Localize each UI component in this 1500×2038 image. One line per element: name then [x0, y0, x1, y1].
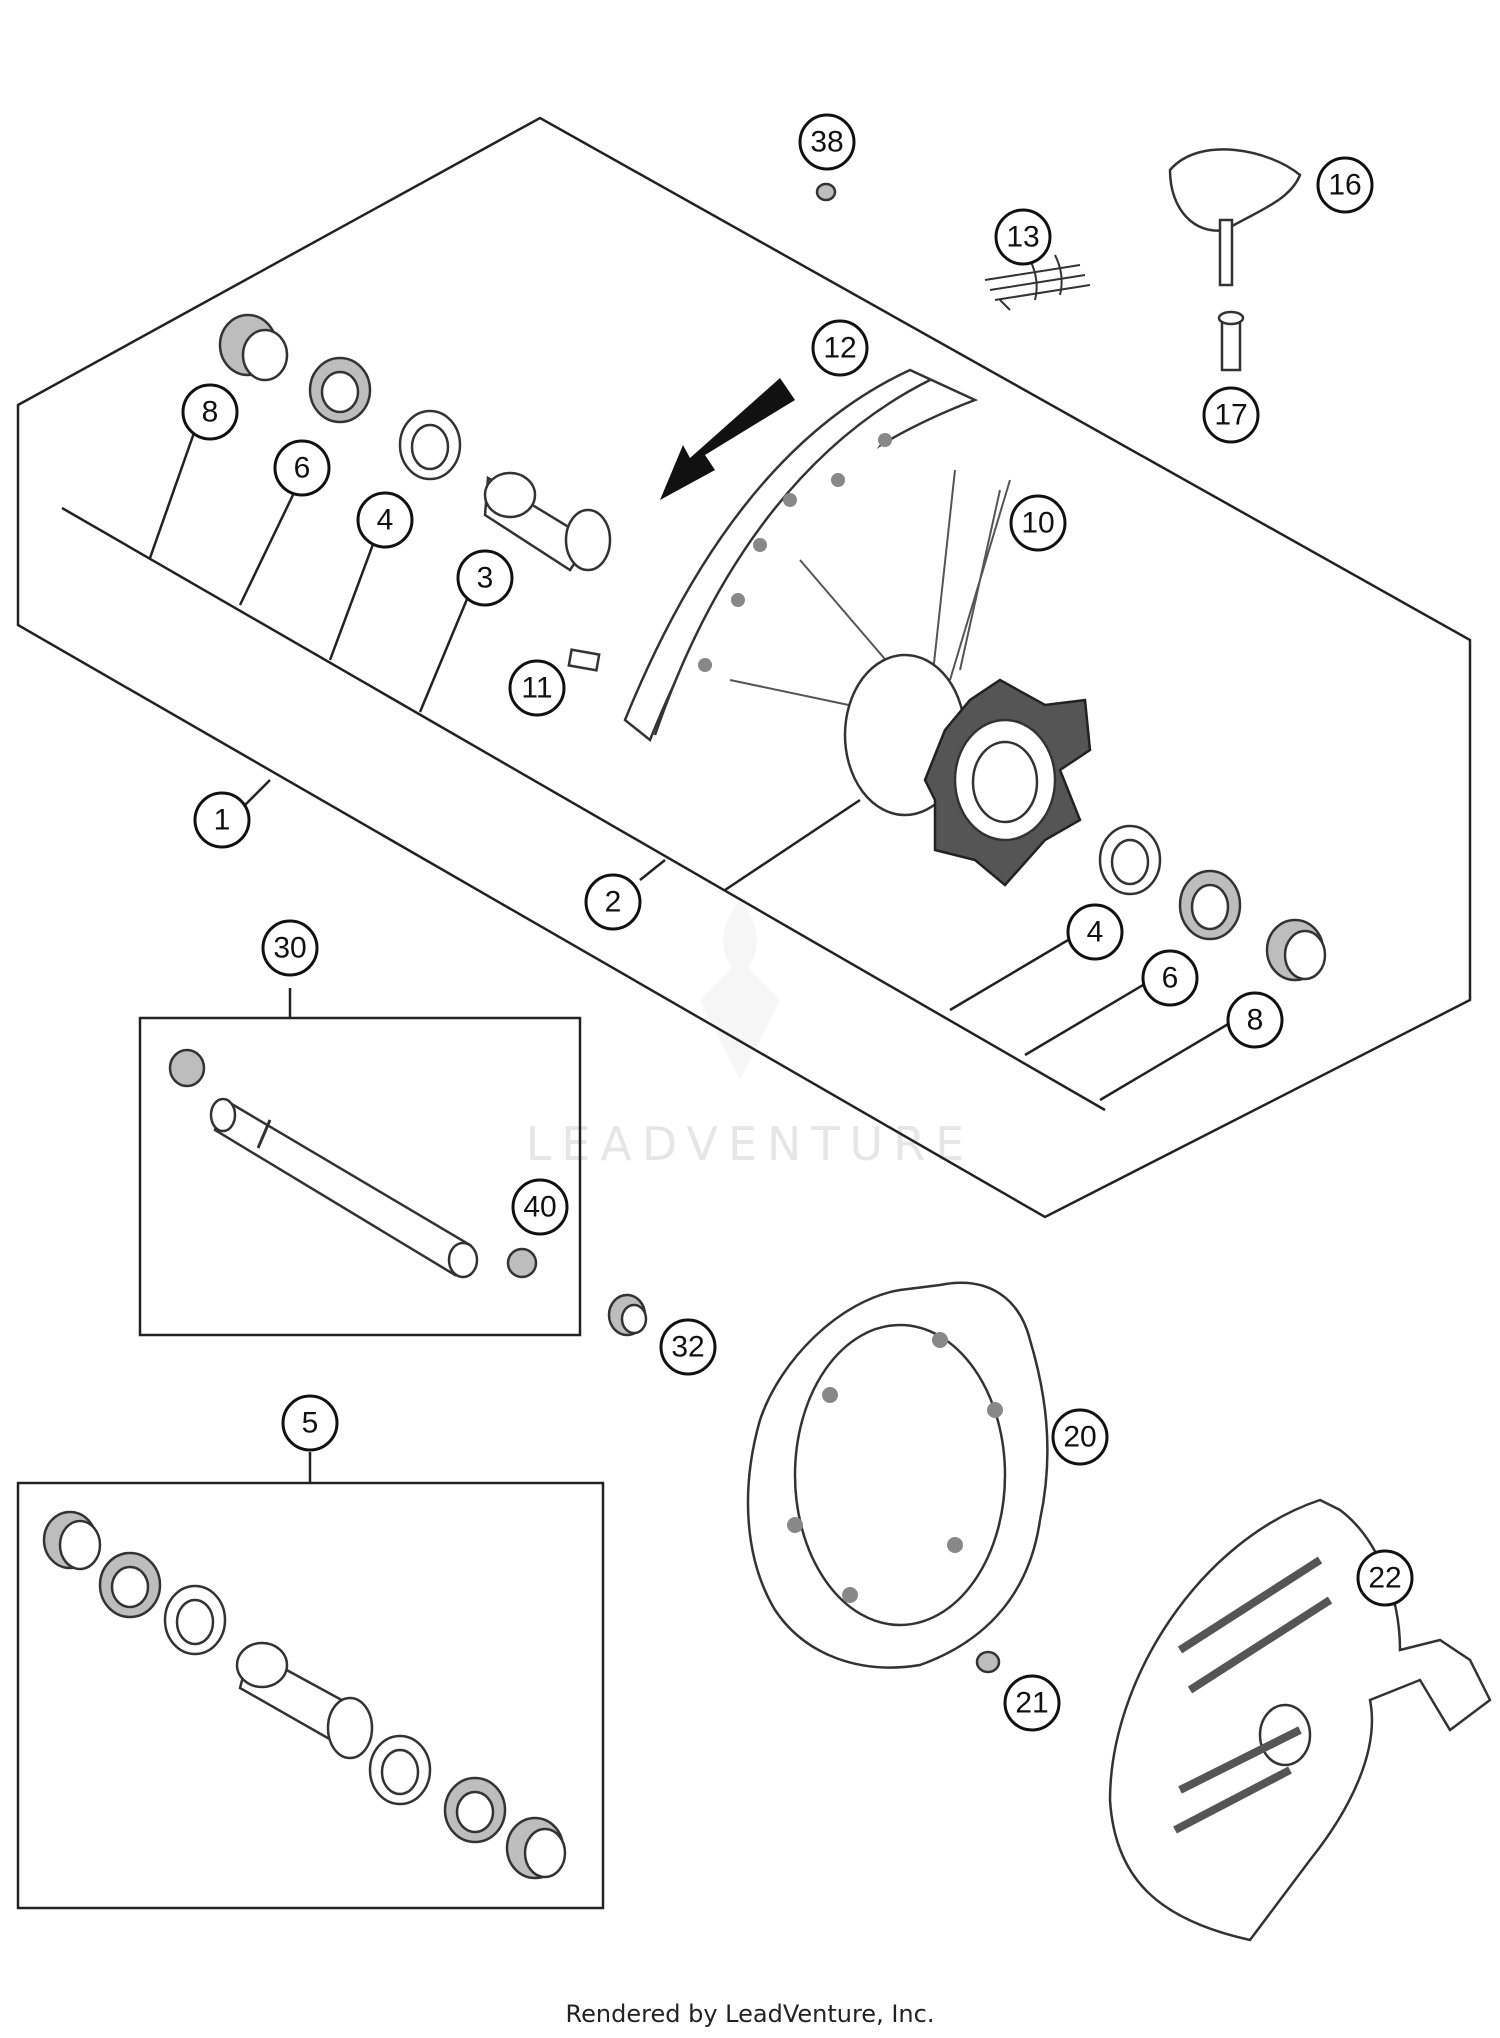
brake-disc-20	[746, 1281, 1049, 1669]
svg-text:8: 8	[1247, 1004, 1264, 1037]
callout-38: 38	[798, 113, 856, 171]
callout-11: 11	[508, 659, 566, 717]
svg-text:3: 3	[477, 562, 494, 595]
callout-5: 5	[281, 1394, 339, 1452]
bearing-row-line	[61, 506, 1106, 1112]
callout-40: 40	[511, 1178, 569, 1236]
spoke-set-13	[984, 254, 1091, 311]
callout-20: 20	[1051, 1408, 1109, 1466]
axle-30	[168, 1048, 479, 1279]
svg-text:30: 30	[273, 932, 306, 965]
valve-stem-17	[1217, 310, 1245, 372]
callout-8-right: 8	[1226, 991, 1284, 1049]
callout-1: 1	[193, 791, 251, 849]
repair-kit-5-parts	[42, 1510, 567, 1880]
callout-16: 16	[1316, 156, 1374, 214]
svg-text:8: 8	[202, 396, 219, 429]
nut-38	[815, 182, 837, 202]
axle-nut-40	[506, 1247, 538, 1279]
svg-text:32: 32	[671, 1331, 704, 1364]
callout-2: 2	[584, 873, 642, 931]
svg-text:21: 21	[1015, 1687, 1048, 1720]
callout-6-right: 6	[1141, 949, 1199, 1007]
svg-text:10: 10	[1021, 507, 1054, 540]
svg-text:4: 4	[1087, 916, 1104, 949]
footer-credit: Rendered by LeadVenture, Inc.	[565, 2000, 935, 2028]
callout-6-left: 6	[273, 439, 331, 497]
callout-4-left: 4	[356, 491, 414, 549]
svg-text:6: 6	[294, 452, 311, 485]
rotation-arrow	[660, 378, 795, 500]
svg-text:40: 40	[523, 1191, 556, 1224]
callout-17: 17	[1202, 386, 1260, 444]
seal-ring-6-right	[1178, 869, 1242, 941]
svg-text:13: 13	[1006, 221, 1039, 254]
seal-ring-6-left	[308, 356, 372, 424]
svg-text:5: 5	[302, 1407, 319, 1440]
callout-10: 10	[1009, 494, 1067, 552]
svg-text:2: 2	[605, 886, 622, 919]
collar-32	[607, 1293, 648, 1337]
screw-21	[975, 1650, 1001, 1674]
bolt-11	[567, 648, 601, 672]
callout-30: 30	[261, 919, 319, 977]
dust-seal-8-left	[218, 313, 289, 382]
callout-8-left: 8	[181, 383, 239, 441]
valve-16	[1168, 148, 1302, 287]
svg-text:4: 4	[377, 504, 394, 537]
dust-seal-8-right	[1265, 918, 1327, 982]
bearing-4-right	[1098, 824, 1162, 896]
svg-text:12: 12	[823, 332, 856, 365]
svg-text:22: 22	[1368, 1562, 1401, 1595]
svg-text:6: 6	[1162, 962, 1179, 995]
wheel-rim	[623, 368, 979, 743]
callout-21: 21	[1003, 1674, 1061, 1732]
watermark-text: LEADVENTURE	[526, 1117, 975, 1171]
svg-text:1: 1	[214, 804, 231, 837]
svg-text:38: 38	[810, 126, 843, 159]
watermark-logo	[700, 900, 780, 1080]
svg-text:16: 16	[1328, 169, 1361, 202]
assembly-box-1	[16, 116, 1472, 1219]
callout-12: 12	[811, 319, 869, 377]
axle-kit-box	[138, 1016, 582, 1337]
callout-3: 3	[456, 549, 514, 607]
bearing-4-left	[398, 409, 462, 481]
callout-22: 22	[1356, 1549, 1414, 1607]
svg-text:17: 17	[1214, 399, 1247, 432]
disc-guard-22	[1108, 1498, 1492, 1942]
wheel-hub-2	[843, 653, 1092, 887]
callout-4-right: 4	[1066, 903, 1124, 961]
callout-13: 13	[994, 208, 1052, 266]
callout-32: 32	[659, 1318, 717, 1376]
svg-text:20: 20	[1063, 1421, 1096, 1454]
svg-text:11: 11	[521, 672, 552, 705]
spacer-3	[483, 471, 612, 572]
